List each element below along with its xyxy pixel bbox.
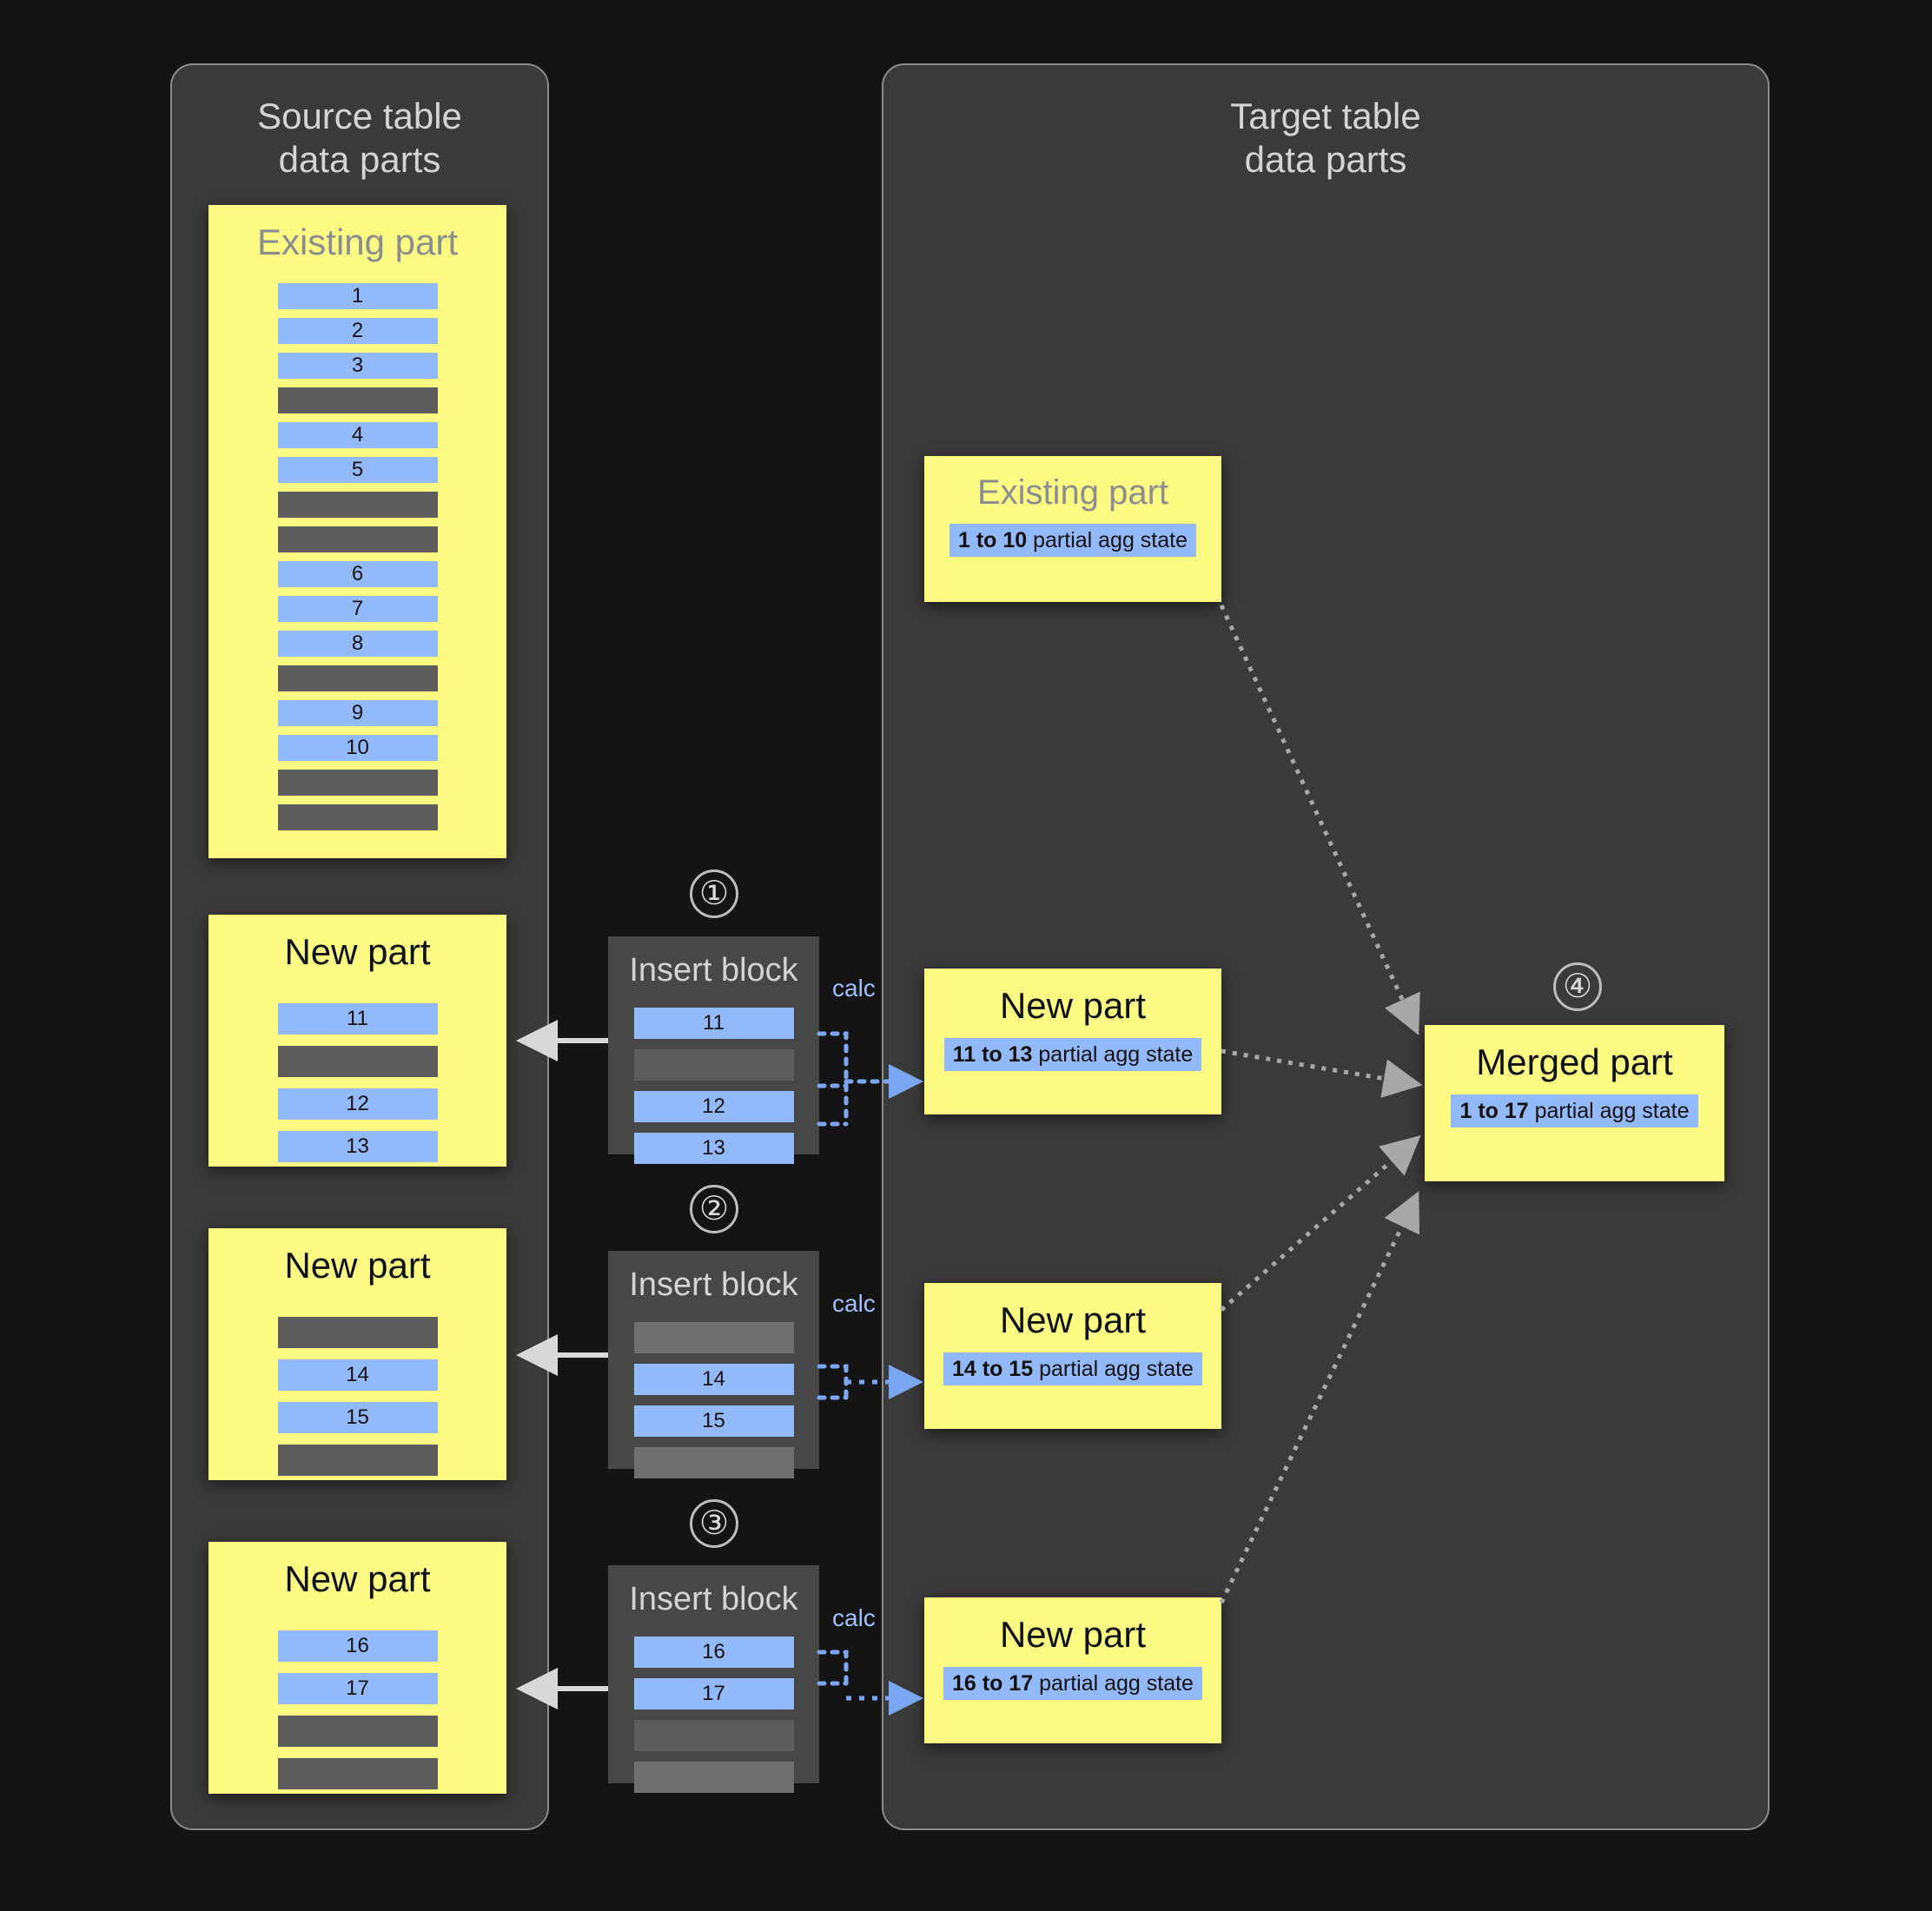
source-existing-part-row: 2: [277, 318, 438, 344]
insert-block-3-row: 17: [633, 1678, 794, 1709]
insert-block-2-row: [633, 1322, 794, 1353]
target-new-part-2: New part 14 to 15 partial agg state: [924, 1283, 1221, 1429]
source-existing-part-row: 4: [277, 422, 438, 448]
source-existing-part-row: [277, 665, 438, 691]
insert-block-3-row: 16: [633, 1637, 794, 1668]
source-existing-part-row: 1: [277, 283, 438, 309]
target-new-part-2-agg: 14 to 15 partial agg state: [943, 1352, 1202, 1385]
calc-connectors-3: [817, 1650, 849, 1686]
source-existing-part-title: Existing part: [256, 222, 459, 262]
insert-block-1-row: [633, 1049, 794, 1081]
source-new-part-1-row: 13: [277, 1131, 438, 1162]
source-existing-part-row: 5: [277, 457, 438, 483]
source-new-part-3-row: [277, 1758, 438, 1789]
insert-block-3-row: [633, 1762, 794, 1793]
calc-label-3: calc: [832, 1604, 876, 1631]
step-marker-4: ④: [1553, 962, 1602, 1011]
insert-block-2-row: 15: [633, 1405, 794, 1437]
agg-range: 11 to 13: [952, 1042, 1033, 1067]
source-existing-part-rows: 1 2 3 4 5 6 7 8 9 10: [208, 274, 506, 830]
agg-suffix: partial agg state: [1027, 528, 1188, 552]
source-new-part-1-row: 11: [277, 1003, 438, 1035]
source-existing-part-row: 7: [277, 596, 438, 622]
insert-block-1-rows: 11 12 13: [608, 1002, 819, 1164]
source-new-part-2-title: New part: [284, 1245, 431, 1286]
target-new-part-3-title: New part: [999, 1614, 1147, 1655]
target-existing-part: Existing part 1 to 10 partial agg state: [924, 456, 1221, 602]
source-existing-part-row: 9: [277, 700, 438, 726]
source-existing-part-row: [277, 492, 438, 518]
source-existing-part-row: 10: [277, 735, 438, 761]
source-existing-part-row: 6: [277, 561, 438, 587]
agg-suffix: partial agg state: [1033, 1671, 1194, 1696]
agg-range: 14 to 15: [952, 1357, 1034, 1381]
insert-block-2-row: 14: [633, 1364, 794, 1395]
source-table-title: Source table data parts: [257, 96, 462, 180]
agg-range: 16 to 17: [952, 1671, 1034, 1696]
calc-label-2: calc: [832, 1290, 876, 1317]
insert-block-2-row: [633, 1447, 794, 1478]
source-new-part-3-title: New part: [284, 1558, 431, 1599]
target-new-part-3-agg: 16 to 17 partial agg state: [943, 1667, 1202, 1700]
merged-part-title: Merged part: [1476, 1041, 1673, 1082]
source-new-part-1-row: 12: [277, 1088, 438, 1120]
source-existing-part-row: 3: [277, 353, 438, 379]
source-existing-part-row: [277, 526, 438, 552]
insert-block-1: Insert block 11 12 13: [608, 936, 819, 1164]
target-new-part-1: New part 11 to 13 partial agg state: [924, 969, 1221, 1114]
source-new-part-2-row: [277, 1317, 438, 1348]
target-table-title: Target table data parts: [1230, 96, 1421, 180]
source-new-part-1: New part 11 12 13: [208, 915, 506, 1167]
agg-suffix: partial agg state: [1033, 1357, 1194, 1381]
target-existing-part-agg: 1 to 10 partial agg state: [949, 524, 1197, 557]
merged-part-agg: 1 to 17 partial agg state: [1451, 1094, 1698, 1127]
target-new-part-3: New part 16 to 17 partial agg state: [924, 1597, 1221, 1743]
agg-range: 1 to 10: [957, 528, 1028, 552]
source-new-part-1-rows: 11 12 13: [208, 984, 506, 1162]
calc-connectors-2: [817, 1364, 849, 1400]
agg-suffix: partial agg state: [1032, 1042, 1194, 1067]
source-new-part-2-row: [277, 1445, 438, 1476]
calc-label-1: calc: [832, 975, 876, 1002]
insert-block-1-row: 12: [633, 1091, 794, 1122]
insert-block-1-title: Insert block: [629, 952, 798, 989]
source-new-part-2-row: 14: [277, 1359, 438, 1391]
step-marker-1: ①: [690, 870, 738, 918]
source-existing-part-row: [277, 804, 438, 830]
agg-range: 1 to 17: [1459, 1099, 1529, 1123]
insert-block-1-row: 13: [633, 1133, 794, 1164]
source-new-part-1-title: New part: [284, 931, 431, 972]
insert-block-3-title: Insert block: [629, 1581, 798, 1617]
source-new-part-2-row: 15: [277, 1402, 438, 1433]
source-new-part-3-row: [277, 1716, 438, 1747]
target-new-part-2-title: New part: [999, 1299, 1147, 1340]
source-existing-part-row: [277, 770, 438, 796]
source-new-part-3-row: 17: [277, 1673, 438, 1704]
step-marker-3: ③: [690, 1499, 738, 1548]
insert-block-1-row: 11: [633, 1008, 794, 1039]
insert-block-3-row: [633, 1720, 794, 1751]
target-new-part-1-agg: 11 to 13 partial agg state: [943, 1038, 1202, 1071]
agg-suffix: partial agg state: [1528, 1099, 1690, 1123]
insert-block-2-title: Insert block: [629, 1266, 798, 1303]
source-existing-part-row: [277, 387, 438, 413]
target-table-panel: Target table data parts: [882, 63, 1770, 1830]
source-existing-part: Existing part 1 2 3 4 5 6 7 8 9 10: [208, 205, 506, 858]
merged-part: Merged part 1 to 17 partial agg state: [1425, 1025, 1724, 1181]
target-existing-part-title: Existing part: [976, 473, 1169, 512]
source-new-part-3-row: 16: [277, 1630, 438, 1662]
source-existing-part-row: 8: [277, 631, 438, 657]
source-new-part-1-row: [277, 1046, 438, 1077]
step-marker-2: ②: [690, 1185, 738, 1233]
target-new-part-1-title: New part: [999, 985, 1147, 1026]
